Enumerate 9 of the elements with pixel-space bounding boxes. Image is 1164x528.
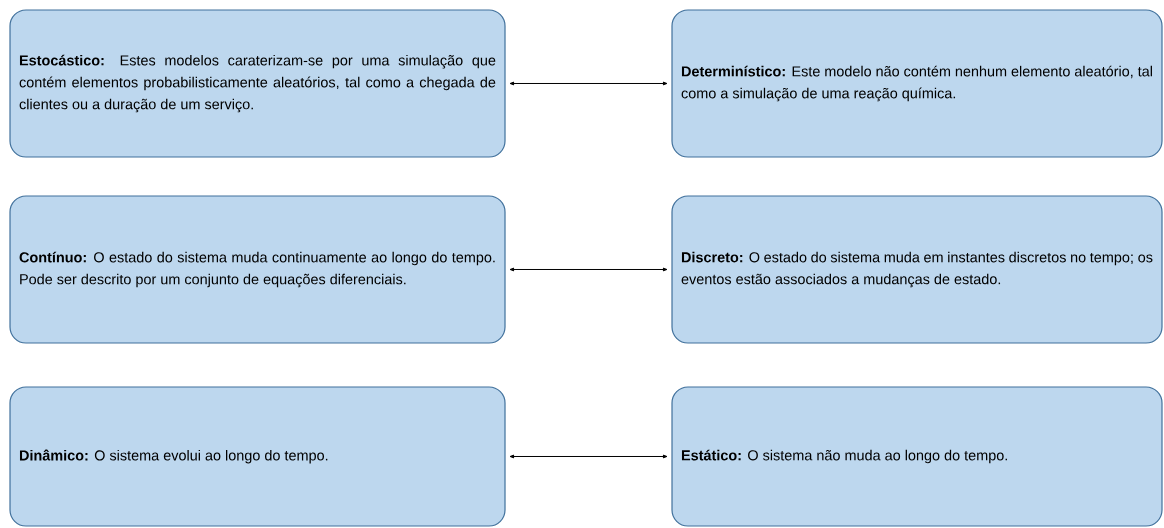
text-box: Determinístico: Este modelo não contém nenhum elemento aleatório, tal como a simulação de uma reação química. [671,9,1163,158]
arrow [509,267,668,272]
arrow [509,81,668,86]
text-box: Dinâmico: O sistema evolui ao longo do tempo. [9,386,506,527]
arrow [509,454,668,459]
text-box: Estático: O sistema não muda ao longo do tempo. [671,386,1163,527]
text-box: Estocástico: Estes modelos caraterizam-se por uma simulação que contém elementos probabilisticamente aleatórios, tal como a chegada de clientes ou a duração de um serviço. [9,9,506,158]
text-box: Contínuo: O estado do sistema muda continuamente ao longo do tempo. Pode ser descrito por um conjunto de equações diferenciais. [9,195,506,344]
text-box: Discreto: O estado do sistema muda em instantes discretos no tempo; os eventos estão associados a mudanças de estado. [671,195,1163,344]
